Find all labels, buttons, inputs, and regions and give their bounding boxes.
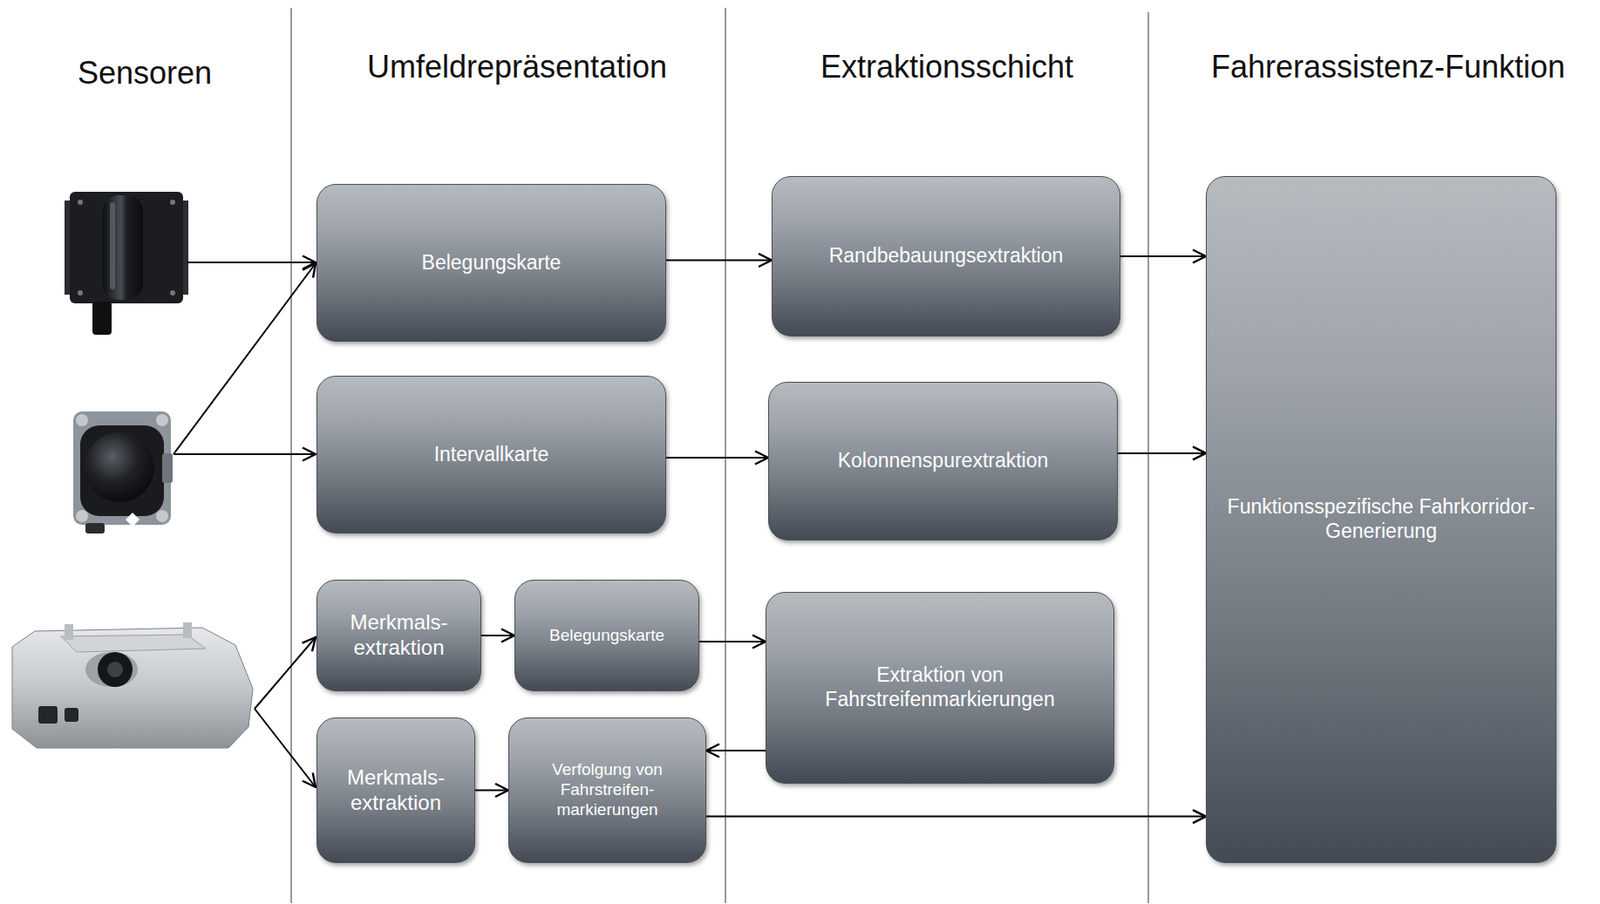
column-heading: Fahrerassistenz-Funktion <box>1211 48 1566 86</box>
process-box: Verfolgung von Fahrstreifen- markierunge… <box>508 717 707 864</box>
box-text: Extraktion von Fahrstreifenmarkierungen <box>776 663 1103 712</box>
connector-arrow <box>1117 452 1206 455</box>
box-text: Belegungskarte <box>525 626 688 647</box>
sensor-arrow <box>254 708 316 788</box>
connector-arrow <box>475 789 509 792</box>
box-text: Belegungskarte <box>327 251 655 276</box>
column-heading: Extraktionsschicht <box>820 48 1074 86</box>
connector-arrow <box>1120 255 1206 258</box>
box-text: Randbebauungsextraktion <box>782 244 1110 269</box>
connector-arrow <box>699 640 766 643</box>
box-text: Merkmals- extraktion <box>327 610 470 661</box>
sensor-arrow <box>254 637 316 709</box>
process-box: Intervallkarte <box>316 375 667 534</box>
process-box: Extraktion von Fahrstreifenmarkierungen <box>765 592 1115 784</box>
column-heading: Sensoren <box>77 54 212 92</box>
connector-arrow <box>706 816 1206 818</box>
sensor-arrow <box>173 453 316 456</box>
process-box: Randbebauungsextraktion <box>771 176 1121 337</box>
column-heading: Umfeldrepräsentation <box>367 48 668 86</box>
process-box: Belegungskarte <box>514 579 700 692</box>
process-box: Kolonnenspurextraktion <box>768 381 1118 541</box>
column-divider <box>290 7 293 904</box>
box-text: Merkmals- extraktion <box>327 765 464 817</box>
lidar-sensor <box>64 191 189 335</box>
process-box: Merkmals- extraktion <box>316 579 482 692</box>
process-box: Merkmals- extraktion <box>316 717 476 864</box>
box-text: Kolonnenspurextraktion <box>779 449 1107 474</box>
connector-arrow <box>666 456 769 459</box>
connector-arrow <box>481 634 515 637</box>
radar-sensor <box>73 411 173 534</box>
box-text: Intervallkarte <box>327 442 655 468</box>
box-text: Funktionsspezifische Fahrkorridor-Generi… <box>1217 495 1546 544</box>
process-box: Belegungskarte <box>316 183 667 342</box>
connector-arrow <box>666 259 772 262</box>
box-text: Verfolgung von Fahrstreifen- markierunge… <box>519 760 695 820</box>
connector-arrow <box>706 749 766 752</box>
sensor-arrow <box>186 261 316 264</box>
function-box: Funktionsspezifische Fahrkorridor-Generi… <box>1205 176 1557 864</box>
sensor-arrow <box>173 263 316 455</box>
camera-sensor <box>12 622 253 749</box>
column-divider <box>724 7 727 904</box>
column-divider <box>1147 12 1150 904</box>
